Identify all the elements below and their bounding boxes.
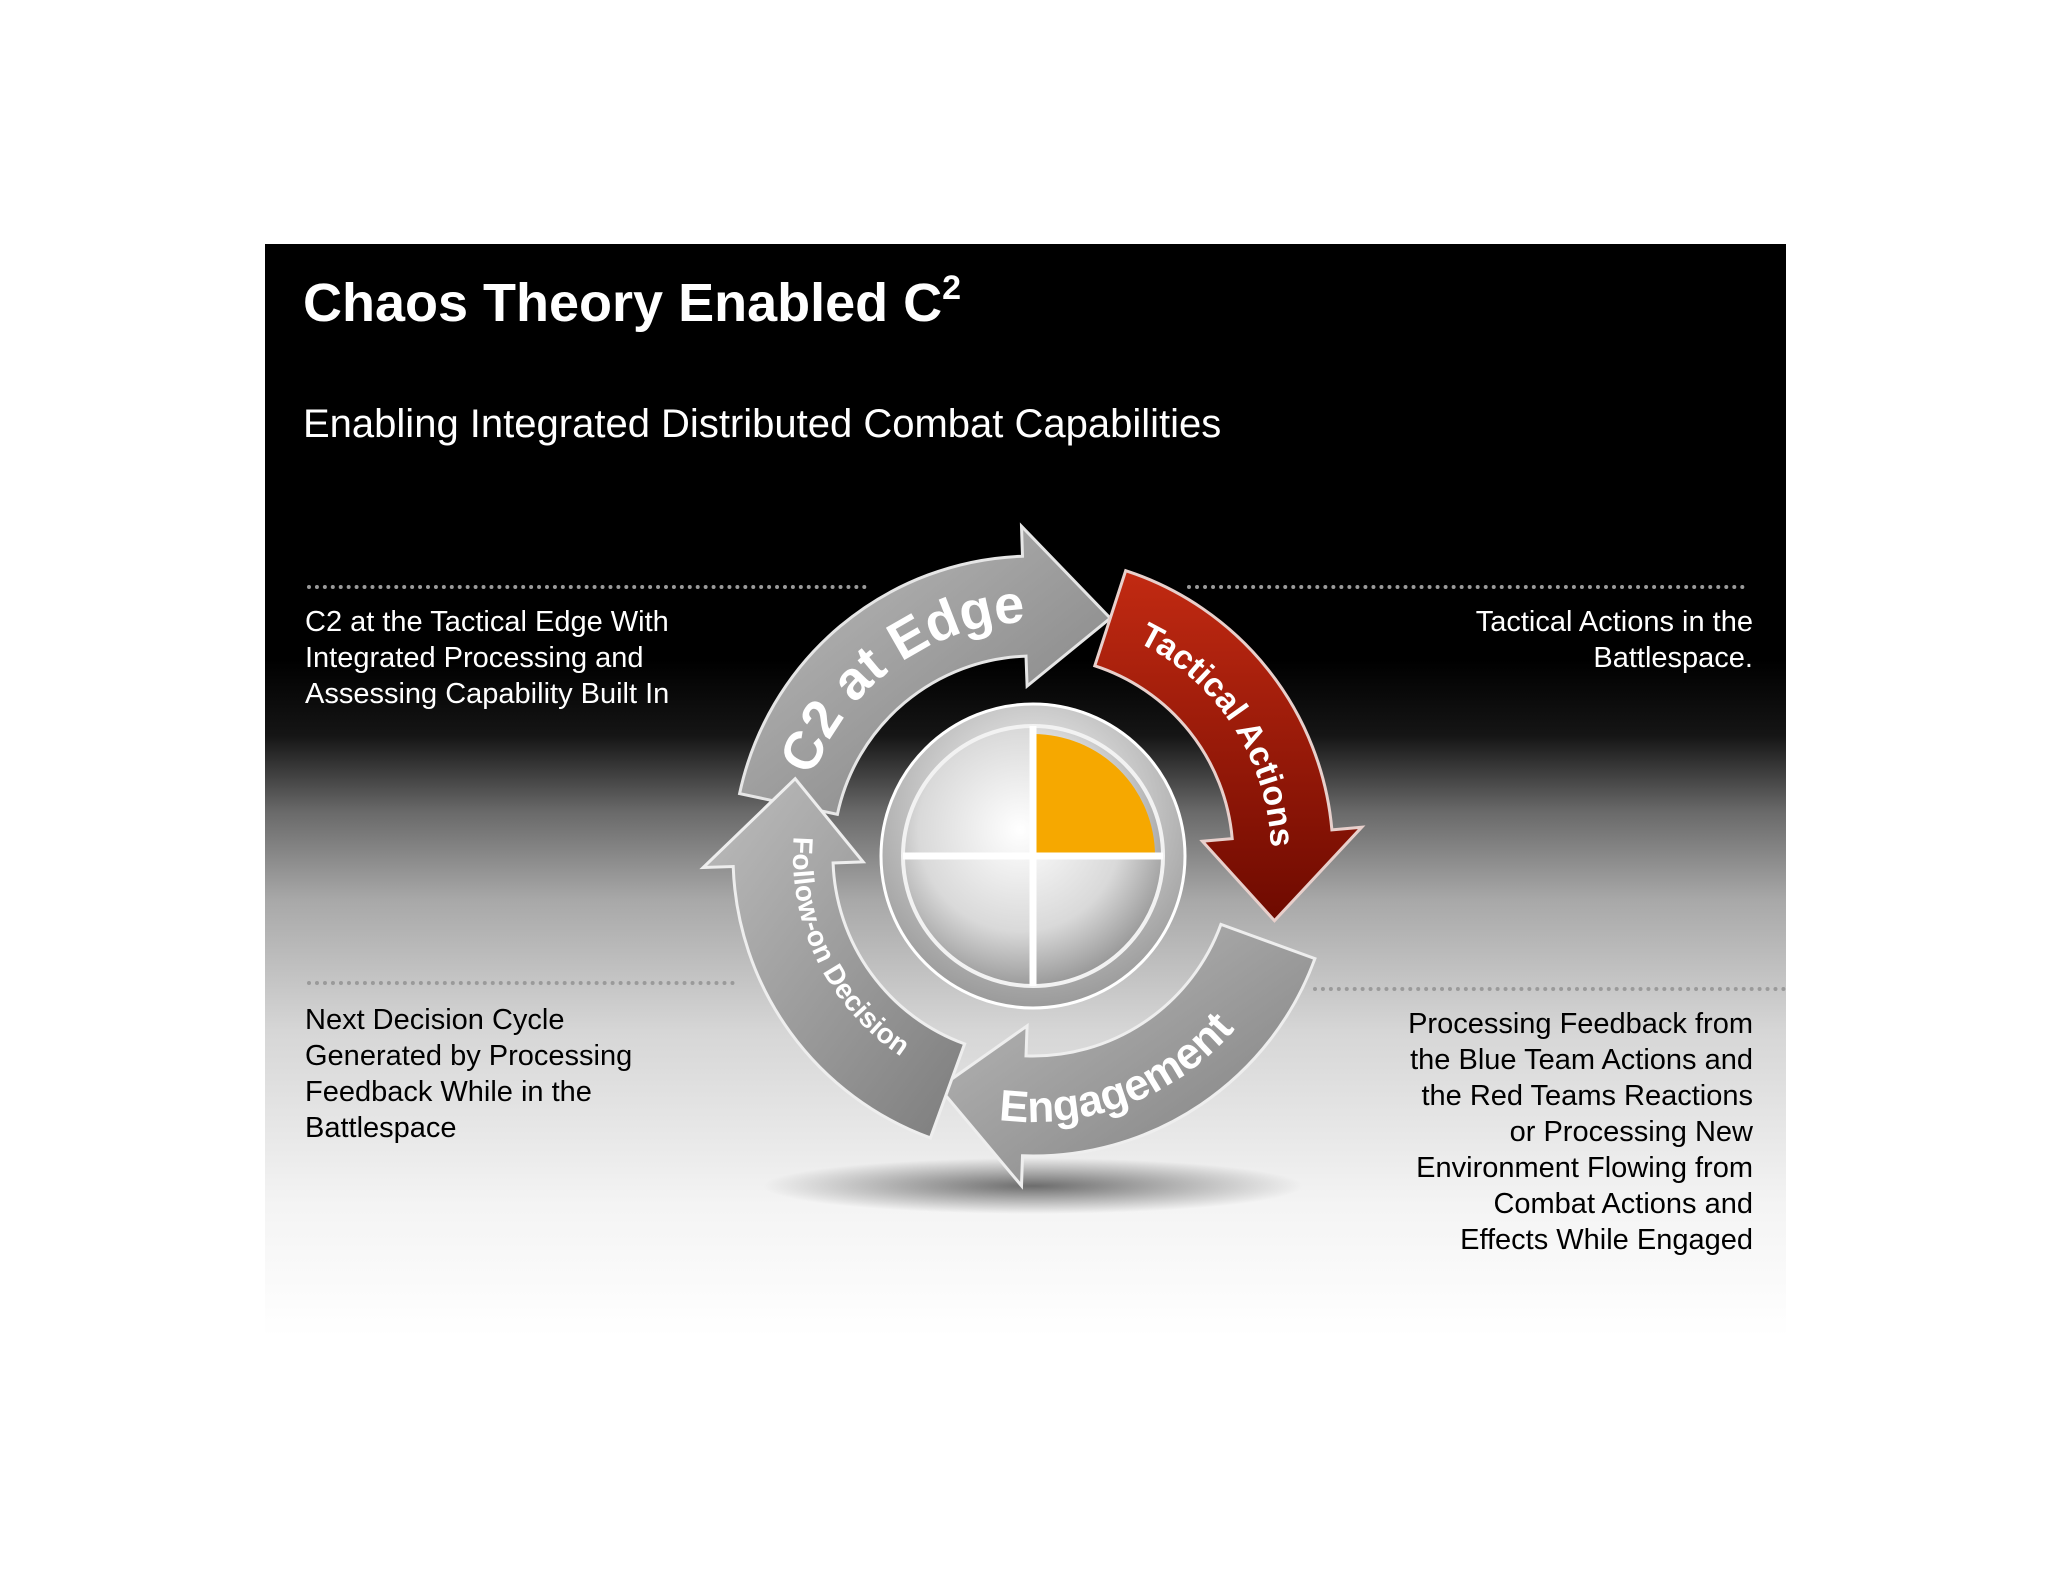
caption-bottom-right: Processing Feedback from the Blue Team A… bbox=[1408, 1006, 1753, 1258]
caption-line: Battlespace. bbox=[1593, 642, 1753, 674]
divider-top-right bbox=[1187, 585, 1745, 589]
slide: Chaos Theory Enabled C2 Enabling Integra… bbox=[265, 244, 1786, 1337]
slide-title: Chaos Theory Enabled C2 bbox=[303, 269, 962, 334]
caption-line: the Blue Team Actions and bbox=[1410, 1044, 1753, 1076]
caption-line: Combat Actions and bbox=[1493, 1188, 1753, 1220]
decision-cycle-diagram: C2 at Edge Tactical Actions Engagement F… bbox=[699, 522, 1366, 1214]
caption-bottom-left: Next Decision Cycle Generated by Process… bbox=[305, 1002, 632, 1146]
caption-line: Environment Flowing from bbox=[1416, 1152, 1753, 1184]
divider-bottom-left bbox=[307, 981, 735, 985]
diagram-shadow bbox=[763, 1158, 1303, 1214]
caption-line: the Red Teams Reactions bbox=[1421, 1080, 1753, 1112]
caption-top-right: Tactical Actions in the Battlespace. bbox=[1476, 604, 1753, 676]
caption-line: or Processing New bbox=[1509, 1116, 1753, 1148]
caption-line: Generated by Processing bbox=[305, 1040, 633, 1072]
caption-line: Integrated Processing and bbox=[305, 642, 644, 674]
arrow-engagement bbox=[937, 922, 1317, 1190]
arrow-follow-on-decision bbox=[699, 776, 967, 1140]
caption-line: Next Decision Cycle bbox=[305, 1004, 565, 1036]
caption-line: Assessing Capability Built In bbox=[305, 678, 670, 710]
hub-highlight-quadrant bbox=[1033, 734, 1155, 856]
arrow-tactical-actions bbox=[1092, 568, 1366, 923]
slide-subtitle: Enabling Integrated Distributed Combat C… bbox=[303, 402, 1222, 446]
caption-top-left: C2 at the Tactical Edge With Integrated … bbox=[305, 604, 669, 712]
caption-line: Effects While Engaged bbox=[1460, 1224, 1753, 1256]
caption-line: Battlespace bbox=[305, 1112, 457, 1144]
caption-line: Feedback While in the bbox=[305, 1076, 592, 1108]
arrow-c2-at-edge bbox=[737, 522, 1113, 817]
slide-title-text: Chaos Theory Enabled C bbox=[303, 273, 943, 333]
caption-line: C2 at the Tactical Edge With bbox=[305, 606, 669, 638]
caption-line: Processing Feedback from bbox=[1408, 1008, 1753, 1040]
slide-title-superscript: 2 bbox=[942, 269, 962, 307]
caption-line: Tactical Actions in the bbox=[1475, 606, 1753, 638]
divider-bottom-right bbox=[1313, 987, 1786, 991]
divider-top-left bbox=[307, 585, 867, 589]
